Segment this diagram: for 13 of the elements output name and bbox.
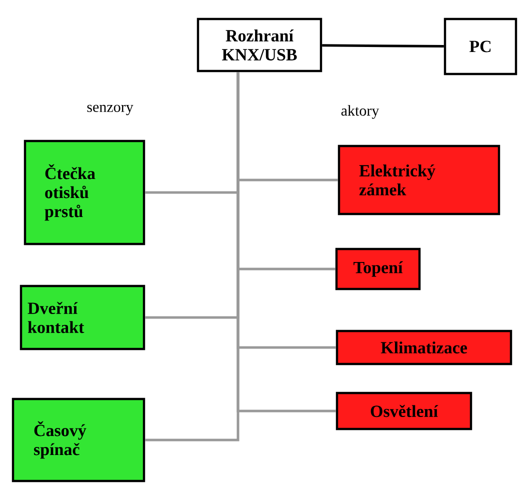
- bus-line: [236, 72, 336, 412]
- interface-box: Rozhraní KNX/USB: [196, 18, 322, 72]
- connection-line: [322, 44, 444, 48]
- actuator-box: Topení: [335, 248, 421, 290]
- actuator-box: Elektrický zámek: [338, 144, 500, 216]
- sensor-box: Čtečka otisků prstů: [24, 140, 146, 246]
- actuator-box: Klimatizace: [336, 330, 512, 366]
- sensor-box: Časový spínač: [12, 398, 146, 482]
- interface-box: PC: [444, 18, 518, 76]
- sensor-box: Dveřní kontakt: [20, 284, 146, 350]
- actuator-box: Osvětlení: [336, 392, 472, 430]
- group-label: senzory: [87, 104, 134, 116]
- group-label: aktory: [341, 105, 380, 119]
